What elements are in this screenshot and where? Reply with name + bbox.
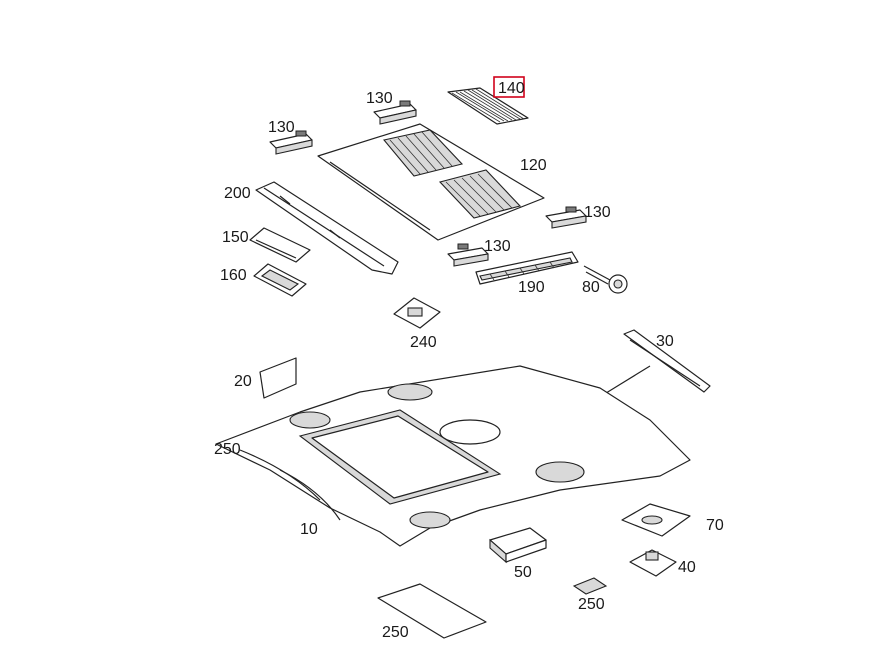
callout-50[interactable]: 50 [514, 564, 532, 581]
part-80-screw[interactable] [583, 265, 628, 294]
part-120-roof-panel[interactable] [317, 123, 545, 241]
part-250-small-pad[interactable] [572, 577, 608, 595]
callout-140[interactable]: 140 [498, 80, 525, 97]
callout-160[interactable]: 160 [220, 267, 247, 284]
part-190-rail[interactable] [475, 251, 579, 285]
part-160-frame[interactable] [253, 263, 307, 297]
callout-130-right[interactable]: 130 [584, 204, 611, 221]
callout-150[interactable]: 150 [222, 229, 249, 246]
highlight-box [493, 76, 525, 98]
part-130-clip-bottom[interactable] [447, 243, 489, 267]
callout-200[interactable]: 200 [224, 185, 251, 202]
callout-10[interactable]: 10 [300, 521, 318, 538]
callout-20[interactable]: 20 [234, 373, 252, 390]
part-130-clip-right[interactable] [545, 206, 587, 229]
callout-130-bottom[interactable]: 130 [484, 238, 511, 255]
part-130-clip-top[interactable] [373, 100, 417, 125]
part-20-pad[interactable] [259, 357, 297, 399]
part-10-headliner[interactable] [215, 365, 691, 547]
callout-250-small[interactable]: 250 [578, 596, 605, 613]
callout-80[interactable]: 80 [582, 279, 600, 296]
part-240-bracket[interactable] [393, 297, 441, 329]
callout-130-left[interactable]: 130 [268, 119, 295, 136]
callout-130-top[interactable]: 130 [366, 90, 393, 107]
callout-30[interactable]: 30 [656, 333, 674, 350]
part-250-sheet[interactable] [377, 583, 487, 639]
callout-250-sheet[interactable]: 250 [382, 624, 409, 641]
callout-240[interactable]: 240 [410, 334, 437, 351]
part-30-trim[interactable] [597, 329, 711, 399]
callout-190[interactable]: 190 [518, 279, 545, 296]
part-50-block[interactable] [489, 527, 547, 564]
callout-40[interactable]: 40 [678, 559, 696, 576]
callout-120[interactable]: 120 [520, 157, 547, 174]
part-200-side-strip[interactable] [255, 181, 399, 275]
callout-250-left[interactable]: 250 [214, 441, 241, 458]
part-130-clip-left[interactable] [269, 130, 313, 155]
callout-70[interactable]: 70 [706, 517, 724, 534]
part-150-cover[interactable] [249, 227, 311, 263]
part-140-mesh-panel[interactable] [447, 87, 529, 125]
part-70-clip[interactable] [621, 503, 691, 537]
part-40-fastener[interactable] [629, 549, 677, 577]
